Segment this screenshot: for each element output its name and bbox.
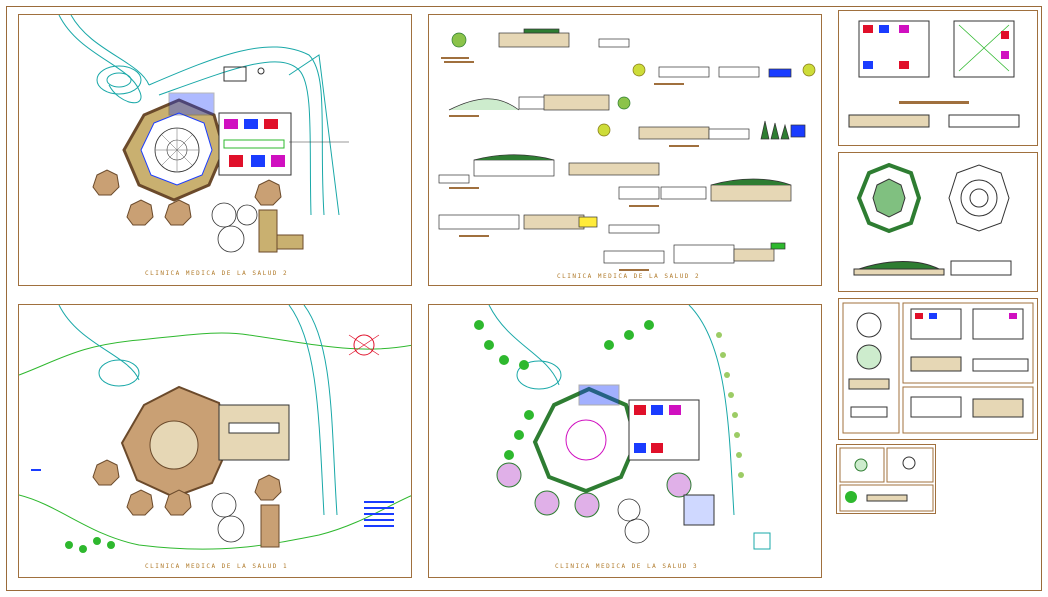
panel-detail-thumbnails[interactable]	[836, 444, 936, 514]
landscape-plan-caption: CLINICA MEDICA DE LA SALUD 3	[555, 563, 699, 570]
landscape-plan-drawing	[474, 305, 771, 550]
roof-plan-caption: CLINICA MEDICA DE LA SALUD 1	[145, 563, 289, 570]
elevations-caption: CLINICA MEDICA DE LA SALUD 2	[557, 273, 701, 280]
elevations-drawing	[438, 28, 816, 271]
panel-roof-plan[interactable]: CLINICA MEDICA DE LA SALUD 1	[18, 304, 412, 578]
roof-plan-drawing	[19, 305, 411, 553]
octagon-plans-drawing	[853, 162, 1012, 276]
site-plan-drawing	[58, 15, 349, 253]
floor-plans-small-drawing	[848, 20, 1020, 128]
panel-elevations[interactable]: CLINICA MEDICA DE LA SALUD 2	[428, 14, 822, 286]
panel-detail-sheets[interactable]	[838, 298, 1038, 440]
panel-floor-plans-small[interactable]	[838, 10, 1038, 146]
detail-sheets-drawing	[842, 302, 1034, 434]
drawing-sheet	[6, 6, 1042, 591]
panel-site-plan[interactable]: CLINICA MEDICA DE LA SALUD 2	[18, 14, 412, 286]
panel-octagon-plans[interactable]	[838, 152, 1038, 292]
panel-landscape-plan[interactable]: CLINICA MEDICA DE LA SALUD 3	[428, 304, 822, 578]
site-plan-caption: CLINICA MEDICA DE LA SALUD 2	[145, 270, 289, 277]
detail-thumbnails-drawing	[839, 447, 934, 512]
